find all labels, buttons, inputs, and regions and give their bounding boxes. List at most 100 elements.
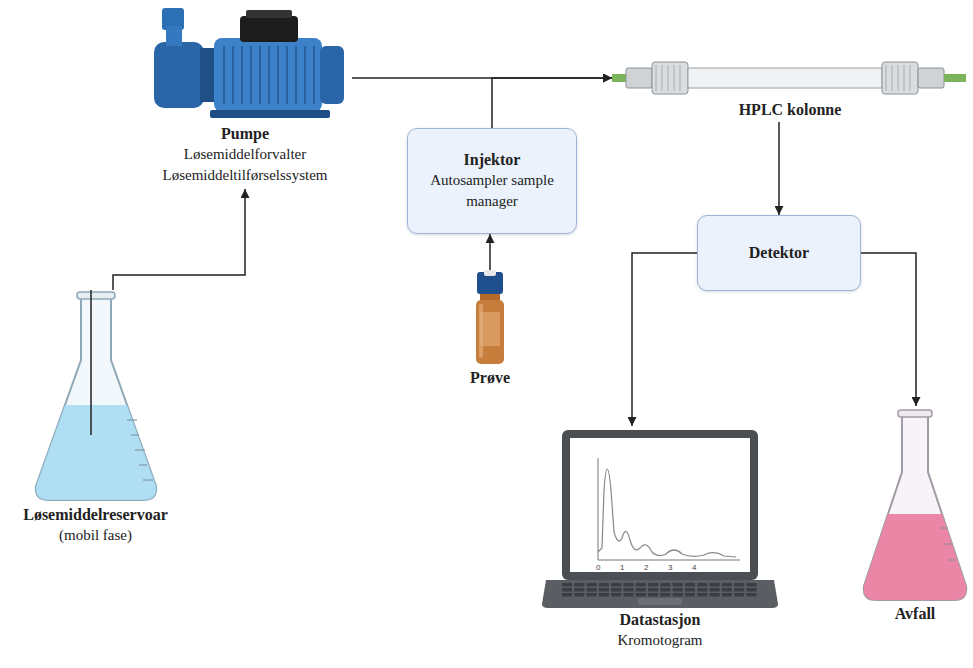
illustration-part bbox=[624, 583, 634, 587]
illustration-part bbox=[710, 593, 720, 597]
illustration-part bbox=[77, 292, 115, 299]
illustration-part bbox=[668, 65, 669, 91]
illustration-part bbox=[35, 405, 155, 500]
illustration-part bbox=[574, 583, 584, 587]
pump-node: PumpeLøsemiddelforvalterLøsemiddeltilfør… bbox=[140, 6, 350, 186]
column-node: HPLC kolonne bbox=[612, 56, 968, 120]
illustration-part bbox=[320, 46, 344, 104]
illustration-part bbox=[747, 593, 757, 597]
node-text: Løsemiddeltilførselssystem bbox=[163, 165, 328, 186]
illustration-part bbox=[562, 583, 572, 587]
illustration-part bbox=[904, 65, 905, 91]
node-text: Autosampler sample manager bbox=[422, 170, 562, 212]
illustration-part bbox=[636, 593, 646, 597]
illustration-part bbox=[636, 588, 646, 592]
axis-tick: 3 bbox=[668, 563, 672, 572]
illustration-part bbox=[940, 528, 956, 560]
illustration-part bbox=[240, 16, 298, 42]
illustration-part bbox=[864, 514, 967, 600]
illustration-part bbox=[864, 414, 967, 600]
illustration-part bbox=[940, 527, 948, 528]
node-title: Avfall bbox=[895, 604, 936, 624]
node-title: Datastasjon bbox=[620, 610, 701, 630]
node-title: HPLC kolonne bbox=[739, 100, 842, 120]
illustration-part bbox=[910, 65, 911, 91]
flow-arrow bbox=[113, 189, 245, 290]
illustration bbox=[472, 270, 508, 368]
node-title: Prøve bbox=[470, 368, 510, 388]
illustration-part bbox=[944, 543, 952, 544]
node-text: Kromotogram bbox=[618, 630, 703, 651]
illustration-part bbox=[673, 588, 683, 592]
illustration-part bbox=[611, 588, 621, 592]
illustration-part bbox=[710, 588, 720, 592]
illustration-part bbox=[734, 588, 744, 592]
illustration bbox=[540, 428, 780, 610]
illustration-part bbox=[598, 458, 740, 560]
illustration-part bbox=[599, 593, 609, 597]
illustration-part bbox=[648, 588, 658, 592]
node-title: Pumpe bbox=[221, 124, 269, 144]
illustration-part bbox=[886, 65, 887, 91]
illustration-part bbox=[734, 593, 744, 597]
sample-node: Prøve bbox=[470, 270, 510, 388]
axis-tick: 4 bbox=[692, 563, 696, 572]
illustration-part bbox=[710, 583, 720, 587]
illustration-part bbox=[662, 65, 663, 91]
illustration-part bbox=[685, 583, 695, 587]
illustration-part bbox=[574, 588, 584, 592]
illustration-part bbox=[166, 26, 182, 46]
illustration-part bbox=[734, 583, 744, 587]
illustration-part bbox=[882, 62, 918, 94]
illustration-part bbox=[673, 593, 683, 597]
flow-arrow bbox=[489, 234, 491, 270]
illustration-part bbox=[898, 65, 899, 91]
illustration-part bbox=[656, 65, 657, 91]
illustration bbox=[612, 56, 968, 100]
illustration-part bbox=[562, 583, 757, 597]
illustration-part bbox=[587, 583, 597, 587]
illustration-part bbox=[268, 46, 270, 104]
node-title: Løsemiddelreservoar bbox=[23, 505, 168, 525]
illustration-part bbox=[747, 583, 757, 587]
illustration-part bbox=[210, 110, 330, 118]
flow-arrow bbox=[861, 253, 916, 406]
illustration-part bbox=[90, 290, 92, 435]
illustration-part bbox=[542, 580, 778, 608]
illustration-part bbox=[599, 583, 609, 587]
illustration-part bbox=[918, 68, 944, 88]
axis-tick: 1 bbox=[620, 563, 624, 572]
illustration-part bbox=[599, 588, 609, 592]
illustration-part bbox=[250, 46, 252, 104]
illustration-part bbox=[232, 46, 234, 104]
illustration-part bbox=[574, 593, 584, 597]
illustration-part bbox=[898, 410, 932, 417]
illustration-part bbox=[479, 304, 483, 358]
illustration-part bbox=[636, 583, 646, 587]
illustration-part bbox=[476, 300, 504, 364]
illustration-part bbox=[944, 74, 966, 82]
illustration-part bbox=[313, 46, 315, 104]
workstation-node: DatastasjonKromotogram bbox=[540, 428, 780, 651]
illustration-part bbox=[660, 593, 670, 597]
illustration bbox=[860, 408, 970, 604]
illustration-part bbox=[656, 65, 910, 91]
node-title: Detektor bbox=[749, 243, 809, 263]
waste-node: Avfall bbox=[860, 408, 970, 624]
illustration-part bbox=[259, 46, 261, 104]
illustration-part bbox=[611, 593, 621, 597]
axis-tick: 0 bbox=[596, 563, 600, 572]
illustration-part bbox=[626, 68, 652, 88]
illustration-part bbox=[135, 449, 145, 450]
illustration-part bbox=[223, 46, 225, 104]
illustration-part bbox=[286, 46, 288, 104]
illustration-part bbox=[624, 593, 634, 597]
illustration-part bbox=[892, 65, 893, 91]
illustration-part bbox=[648, 593, 658, 597]
illustration-part bbox=[680, 65, 681, 91]
flow-arrow bbox=[632, 253, 697, 426]
flow-arrow bbox=[778, 122, 780, 215]
illustration-part bbox=[674, 65, 675, 91]
illustration-part bbox=[295, 46, 297, 104]
node-text: Løsemiddelforvalter bbox=[184, 144, 306, 165]
